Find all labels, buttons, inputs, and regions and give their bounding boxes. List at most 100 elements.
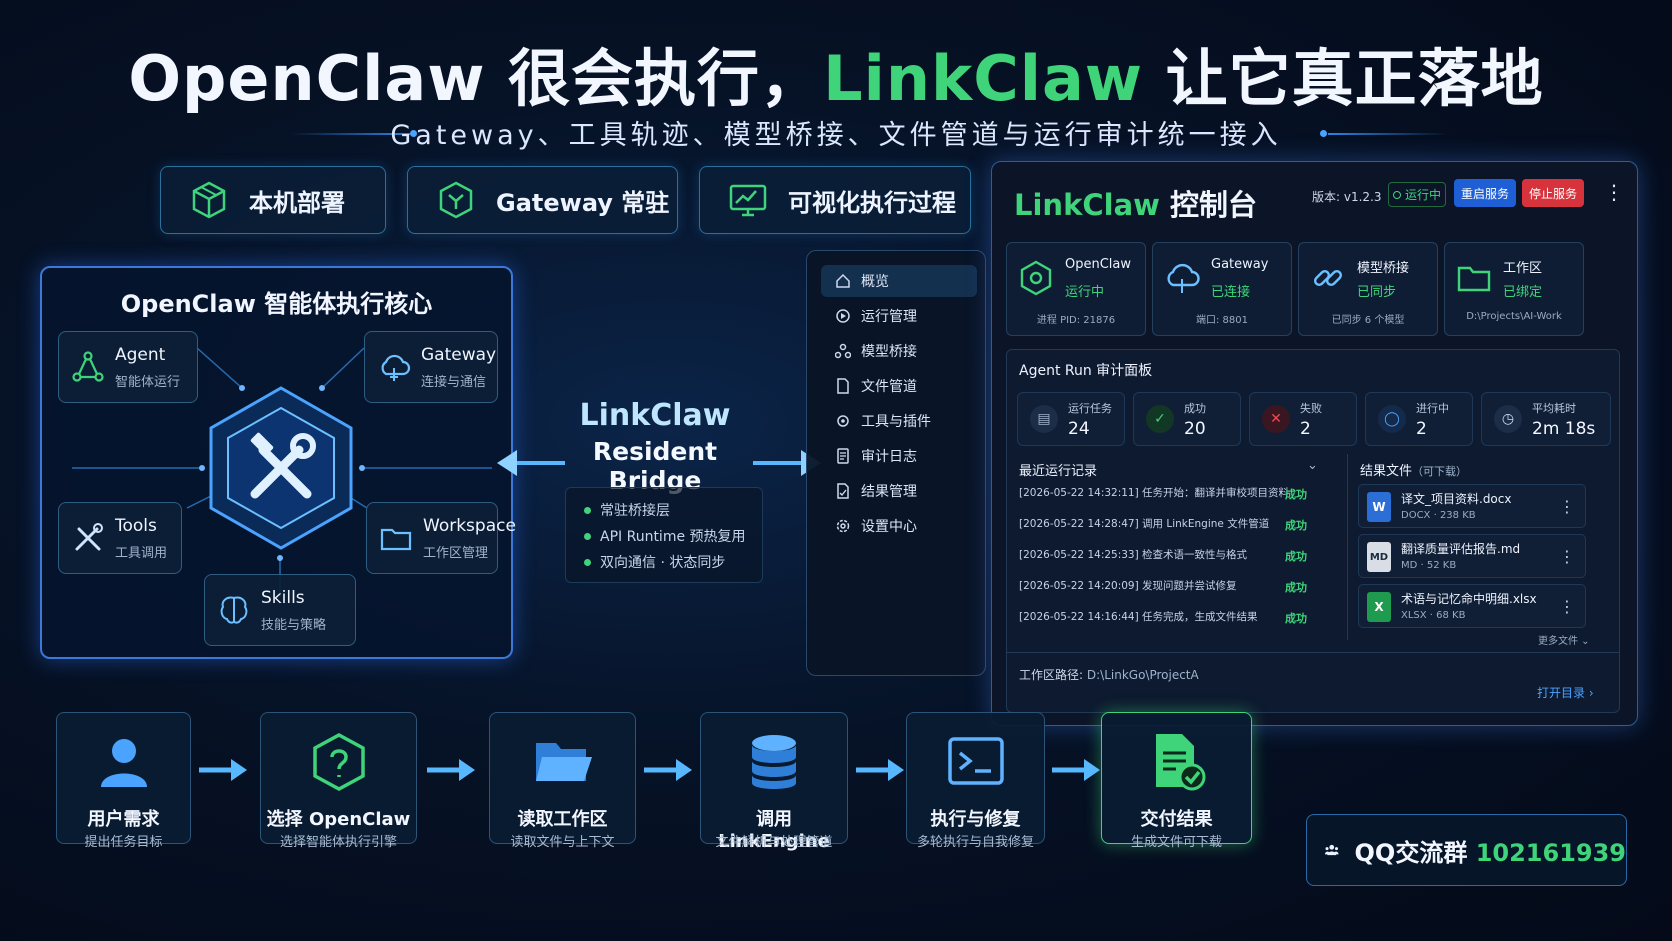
- flow-arrow-icon: [427, 759, 475, 781]
- step-read-workspace: 读取工作区读取文件与上下文: [489, 712, 636, 850]
- sidebar-item-audit[interactable]: 审计日志: [821, 440, 977, 472]
- file-icon: [837, 378, 849, 394]
- audit-icon: [837, 448, 849, 464]
- stat-model-bridge: 模型桥接已同步已同步 6 个模型: [1298, 242, 1438, 336]
- pill-label: Gateway 常驻: [496, 188, 670, 217]
- subtitle-dot-right: [1320, 130, 1327, 137]
- node-title: Agent: [115, 344, 166, 365]
- more-files-link[interactable]: 更多文件 ⌄: [1538, 636, 1590, 647]
- markdown-file-icon: MD: [1367, 542, 1391, 572]
- subtitle-dot-left: [410, 130, 417, 137]
- home-icon: [836, 273, 850, 288]
- bridge-feature: 双向通信 · 状态同步: [584, 549, 762, 575]
- node-skills: Skills 技能与策略: [204, 574, 356, 646]
- word-file-icon: W: [1367, 492, 1391, 522]
- flow-arrow-icon: [856, 759, 904, 781]
- divider: [1007, 652, 1619, 653]
- sidebar-item-overview[interactable]: 概览: [821, 265, 977, 297]
- check-icon: ✓: [1146, 405, 1174, 433]
- task-list-icon: ▤: [1030, 405, 1058, 433]
- record-row[interactable]: [2026-05-22 14:20:09] 发现问题并尝试修复: [1019, 579, 1237, 592]
- record-row[interactable]: [2026-05-22 14:32:11] 任务开始：翻译并审校项目资料: [1019, 486, 1290, 499]
- sidebar-item-settings[interactable]: 设置中心: [821, 510, 977, 542]
- folder-icon: [380, 528, 412, 551]
- chevron-down-icon[interactable]: ⌄: [1307, 458, 1318, 473]
- sidebar-item-run[interactable]: 运行管理: [821, 300, 977, 332]
- console-title: LinkClaw 控制台: [1014, 188, 1258, 222]
- qq-label: QQ交流群: [1354, 838, 1468, 867]
- stop-service-button[interactable]: 停止服务: [1522, 179, 1584, 207]
- excel-file-icon: X: [1367, 592, 1391, 622]
- running-status-badge: 运行中: [1388, 182, 1446, 207]
- open-directory-link[interactable]: 打开目录 ›: [1537, 686, 1594, 700]
- pill-label: 可视化执行过程: [788, 188, 956, 217]
- x-icon: ✕: [1262, 405, 1290, 433]
- workspace-path: 工作区路径: D:\LinkGo\ProjectA: [1019, 668, 1199, 682]
- sidebar-item-model[interactable]: 模型桥接: [821, 335, 977, 367]
- record-row[interactable]: [2026-05-22 14:25:33] 检查术语一致性与格式: [1019, 548, 1248, 561]
- tools-core-hex-icon: [209, 386, 353, 550]
- node-title: Tools: [115, 515, 157, 536]
- cloud-icon: [381, 354, 411, 381]
- monitor-chart-icon: [729, 184, 767, 217]
- clock-icon: ◷: [1494, 405, 1522, 433]
- title-part-1: OpenClaw 很会执行，: [128, 42, 824, 115]
- cloud-icon: [1167, 263, 1200, 293]
- user-icon: [100, 739, 147, 787]
- resident-bridge: LinkClaw Resident Bridge: [560, 398, 750, 495]
- sidebar-item-file-pipeline[interactable]: 文件管道: [821, 370, 977, 402]
- plugin-icon: [837, 415, 849, 427]
- agent-network-icon: [72, 351, 104, 382]
- node-title: Skills: [261, 587, 305, 608]
- gateway-hex-icon: [439, 181, 473, 219]
- sidebar-item-results[interactable]: 结果管理: [821, 475, 977, 507]
- step-execute-repair: 执行与修复多轮执行与自我修复: [906, 712, 1045, 850]
- tools-icon: [75, 523, 103, 551]
- cube-icon: [192, 181, 226, 219]
- node-sub: 智能体运行: [115, 374, 181, 390]
- records-title: 最近运行记录: [1019, 464, 1098, 479]
- database-icon: [752, 735, 796, 789]
- step-user-request: 用户需求提出任务目标: [56, 712, 191, 850]
- file-more-icon[interactable]: ⋮: [1559, 497, 1575, 516]
- node-sub: 工作区管理: [423, 545, 489, 561]
- restart-service-button[interactable]: 重启服务: [1454, 179, 1516, 207]
- title-part-3: 让它真正落地: [1143, 42, 1544, 115]
- bridge-feature: API Runtime 预热复用: [584, 523, 762, 549]
- record-row[interactable]: [2026-05-22 14:28:47] 调用 LinkEngine 文件管道: [1019, 517, 1270, 530]
- folder-icon: [1457, 266, 1491, 292]
- open-folder-icon: [535, 743, 592, 781]
- pill-local-deploy: 本机部署: [160, 166, 386, 234]
- more-menu-icon[interactable]: ⋮: [1604, 180, 1624, 204]
- files-title: 结果文件（可下载）: [1360, 464, 1468, 479]
- node-title: Gateway: [421, 344, 497, 365]
- bridge-title-1: LinkClaw: [579, 398, 731, 433]
- bridge-feature: 常驻桥接层: [584, 497, 762, 523]
- file-more-icon[interactable]: ⋮: [1559, 547, 1575, 566]
- audit-panel-title: Agent Run 审计面板: [1019, 363, 1153, 379]
- node-sub: 技能与策略: [261, 617, 327, 633]
- page-title: OpenClaw 很会执行，LinkClaw 让它真正落地: [0, 28, 1672, 118]
- record-row[interactable]: [2026-05-22 14:16:44] 任务完成，生成文件结果: [1019, 610, 1258, 623]
- run-icon: [836, 309, 850, 323]
- subtitle: Gateway、工具轨迹、模型桥接、文件管道与运行审计统一接入: [390, 120, 1282, 151]
- record-status: 成功: [1285, 550, 1307, 563]
- qq-group-banner[interactable]: QQ交流群 102161939: [1306, 814, 1627, 886]
- file-more-icon[interactable]: ⋮: [1559, 597, 1575, 616]
- pill-visual-exec: 可视化执行过程: [699, 166, 971, 234]
- qq-number: 102161939: [1475, 838, 1626, 867]
- sidebar-item-plugins[interactable]: 工具与插件: [821, 405, 977, 437]
- subtitle-line-right: [1328, 133, 1448, 135]
- node-agent: Agent 智能体运行: [58, 331, 198, 403]
